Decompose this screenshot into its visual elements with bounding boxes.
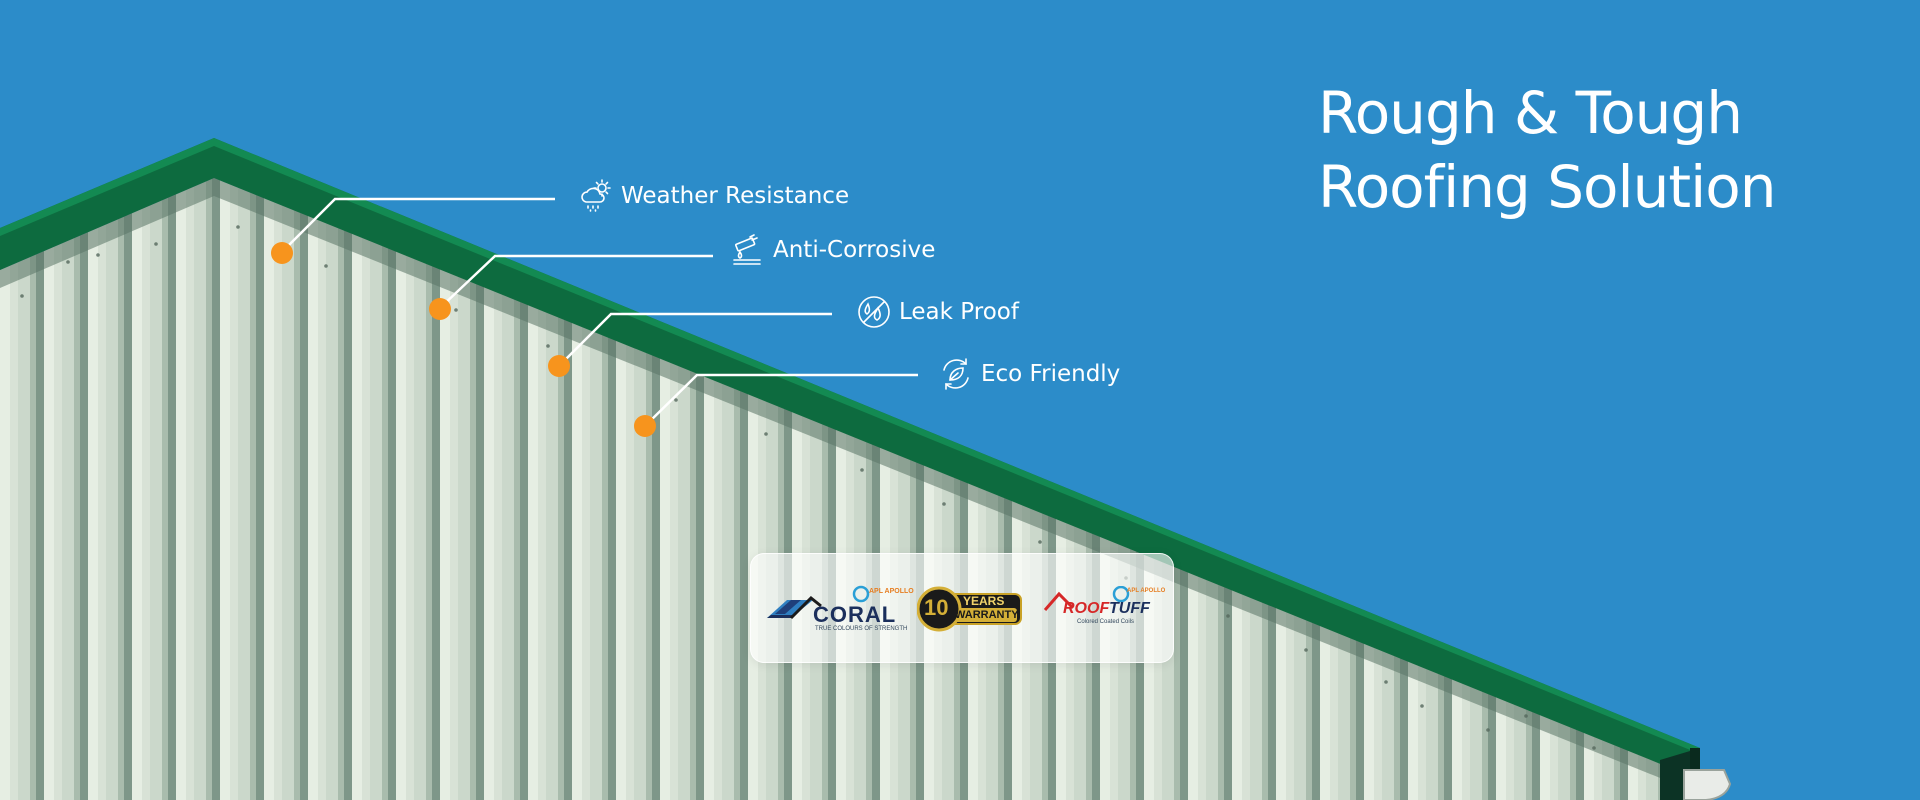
coral-maker: APL APOLLO xyxy=(869,588,914,595)
corrugated-wall xyxy=(0,178,1690,800)
feature-label: Eco Friendly xyxy=(981,361,1121,387)
feature-eco-friendly: Eco Friendly xyxy=(938,356,1120,392)
rooftuff-logo: APL APOLLO ROOF TUFF Colored Coated Coil… xyxy=(1043,586,1165,630)
coral-tagline: TRUE COLOURS OF STRENGTH xyxy=(815,626,908,632)
headline: Rough & Tough Roofing Solution xyxy=(1318,76,1776,224)
callout-dot xyxy=(548,355,570,377)
callout-line-leak-proof xyxy=(558,312,832,367)
callout-line-anti-corrosive xyxy=(439,254,713,309)
callout-line-weather xyxy=(281,197,555,253)
feature-leak-proof: Leak Proof xyxy=(856,294,1019,330)
anti-corrosive-icon xyxy=(733,234,761,265)
rooftuff-name-tuff: TUFF xyxy=(1109,600,1150,617)
callout-dot xyxy=(271,242,293,264)
feature-label: Weather Resistance xyxy=(621,183,850,209)
warranty-years: YEARS xyxy=(963,594,1005,608)
feature-weather-resistance: Weather Resistance xyxy=(578,178,849,214)
brand-logos-card: APL APOLLO CORAL TRUE COLOURS OF STRENGT… xyxy=(750,553,1174,663)
callout-dot xyxy=(634,415,656,437)
headline-line-1: Rough & Tough xyxy=(1318,79,1743,147)
gutter-bracket xyxy=(1683,769,1732,800)
headline-line-2: Roofing Solution xyxy=(1318,153,1776,221)
warranty-badge: 10 YEARS WARRANTY xyxy=(917,586,1025,632)
feature-label: Leak Proof xyxy=(899,299,1019,325)
weather-icon xyxy=(581,179,611,212)
warranty-label: WARRANTY xyxy=(955,609,1019,621)
callout-lines xyxy=(281,197,918,427)
callout-line-eco xyxy=(644,373,918,427)
warranty-number: 10 xyxy=(924,595,949,620)
rooftuff-maker: APL APOLLO xyxy=(1127,588,1166,594)
callout-dot xyxy=(429,298,451,320)
feature-anti-corrosive: Anti-Corrosive xyxy=(730,232,935,268)
eco-friendly-icon xyxy=(943,358,969,390)
rooftuff-tagline: Colored Coated Coils xyxy=(1077,619,1135,625)
leak-proof-icon xyxy=(858,296,890,328)
coral-name: CORAL xyxy=(813,602,897,627)
coral-logo: APL APOLLO CORAL TRUE COLOURS OF STRENGT… xyxy=(765,584,914,640)
rooftuff-name-roof: ROOF xyxy=(1063,600,1110,617)
feature-label: Anti-Corrosive xyxy=(773,237,936,263)
